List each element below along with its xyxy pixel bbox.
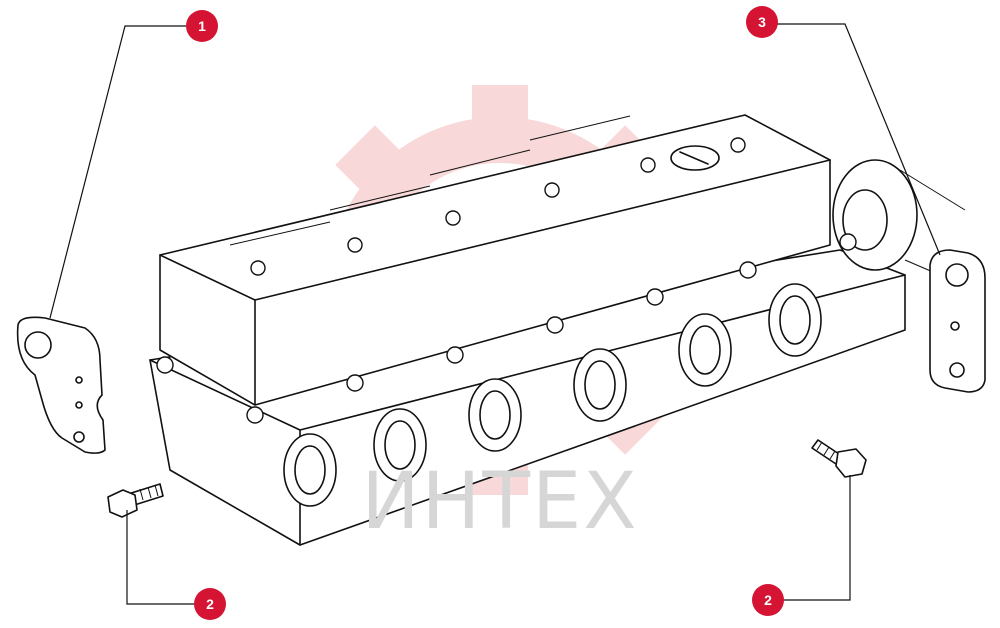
left-bolt <box>107 483 164 518</box>
callout-2-right[interactable]: 2 <box>752 584 784 616</box>
cylinder-head <box>149 114 976 546</box>
right-lifting-bracket <box>929 249 986 393</box>
exhaust-ports <box>283 283 822 507</box>
callout-1-label: 1 <box>198 18 206 34</box>
cover-bolts <box>156 137 857 424</box>
callout-3[interactable]: 3 <box>746 6 778 38</box>
callout-2-left-label: 2 <box>206 596 214 612</box>
callout-2-right-label: 2 <box>764 592 772 608</box>
callout-3-label: 3 <box>758 14 766 30</box>
right-bolt <box>811 439 867 478</box>
left-lifting-bracket <box>16 316 106 454</box>
leader-lines <box>49 23 941 605</box>
watermark-text: ИНТЕХ <box>361 457 638 547</box>
callout-2-left[interactable]: 2 <box>194 588 226 620</box>
callout-1[interactable]: 1 <box>186 10 218 42</box>
